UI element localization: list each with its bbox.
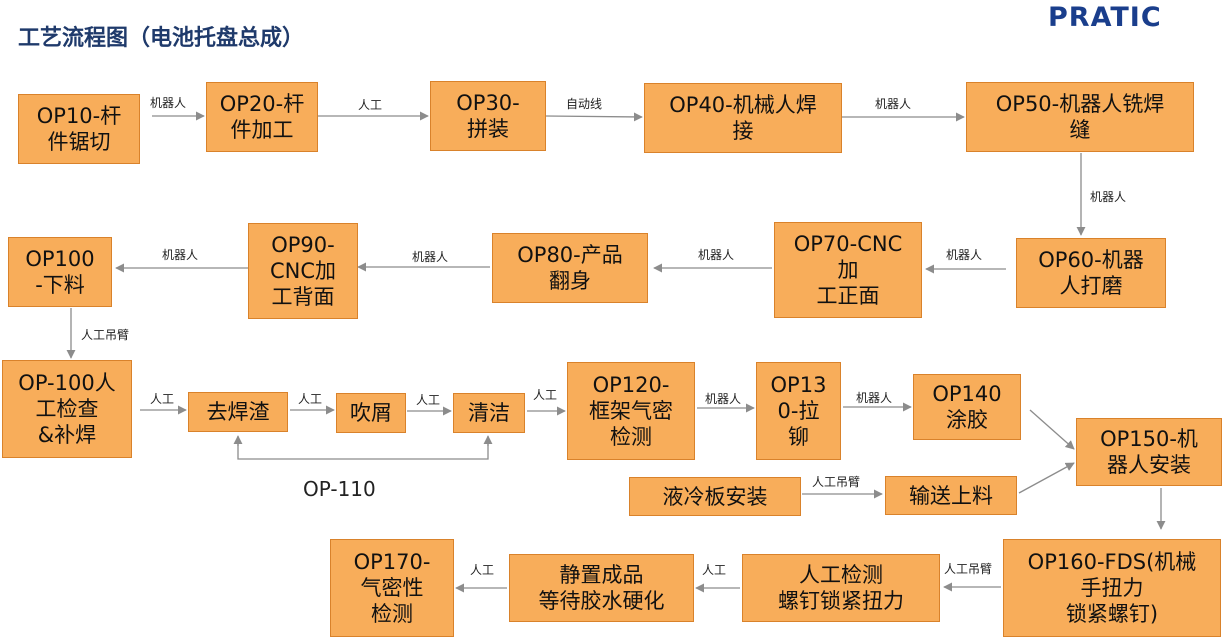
edge-label: 机器人 — [412, 250, 449, 264]
step-op60: OP60-机器 人打磨 — [1016, 238, 1166, 308]
step-op140: OP140 涂胶 — [913, 374, 1021, 440]
arrow-feed-op150 — [1018, 462, 1075, 494]
step-op40: OP40-机械人焊 接 — [644, 83, 842, 153]
step-blow: 吹屑 — [336, 393, 406, 433]
edge-label: 机器人 — [698, 248, 735, 262]
edge-label: 自动线 — [566, 97, 603, 111]
edge-label: 机器人 — [875, 97, 912, 111]
step-op120: OP120- 框架气密 检测 — [567, 362, 695, 460]
arrow-op30-op40 — [545, 112, 643, 122]
step-op90: OP90- CNC加 工背面 — [248, 223, 358, 319]
arrow-op140-op150 — [1029, 409, 1075, 450]
edge-label: 人工 — [150, 392, 175, 406]
step-op50: OP50-机器人铣焊 缝 — [966, 82, 1194, 152]
pratic-logo: PRATIC — [1048, 2, 1162, 33]
edge-label: 机器人 — [946, 248, 983, 262]
edge-label: 人工 — [470, 563, 495, 577]
edge-label: 人工 — [416, 393, 441, 407]
group-label-op110: OP-110 — [303, 477, 376, 501]
edge-label: 机器人 — [150, 96, 187, 110]
edge-label: 机器人 — [705, 392, 742, 406]
op110-bracket — [237, 440, 489, 460]
step-op10: OP10-杆 件锯切 — [18, 94, 140, 164]
step-op20: OP20-杆 件加工 — [206, 82, 318, 152]
step-op100: OP100 -下料 — [8, 237, 112, 307]
edge-label: 人工吊臂 — [812, 475, 861, 489]
edge-label: 人工 — [298, 392, 323, 406]
edge-label: 人工 — [533, 388, 558, 402]
step-clean: 清洁 — [453, 393, 525, 433]
step-feed: 输送上料 — [885, 476, 1017, 515]
step-op30: OP30- 拼装 — [430, 81, 546, 151]
edge-label: 机器人 — [1090, 190, 1127, 204]
step-op150: OP150-机 器人安装 — [1076, 418, 1222, 486]
page-title: 工艺流程图（电池托盘总成） — [18, 26, 305, 51]
edge-label: 人工吊臂 — [81, 328, 130, 342]
edge-label: 机器人 — [856, 391, 893, 405]
step-op70: OP70-CNC 加 工正面 — [774, 222, 922, 318]
step-op170: OP170- 气密性 检测 — [330, 539, 454, 637]
step-op100-manual-check: OP-100人 工检查 &补焊 — [2, 360, 132, 458]
step-deslag: 去焊渣 — [188, 392, 288, 432]
edge-label: 人工 — [358, 98, 383, 112]
step-op160: OP160-FDS(机械 手扭力 锁紧螺钉) — [1003, 539, 1221, 637]
step-op130: OP13 0-拉 铆 — [756, 362, 841, 460]
step-coldplate: 液冷板安装 — [629, 477, 801, 516]
edge-label: 人工 — [702, 563, 727, 577]
step-manual-torque-check: 人工检测 螺钉锁紧扭力 — [742, 554, 940, 622]
step-cure: 静置成品 等待胶水硬化 — [509, 554, 694, 622]
edge-label: 机器人 — [162, 248, 199, 262]
step-op80: OP80-产品 翻身 — [492, 233, 648, 303]
edge-label: 人工吊臂 — [944, 562, 993, 576]
